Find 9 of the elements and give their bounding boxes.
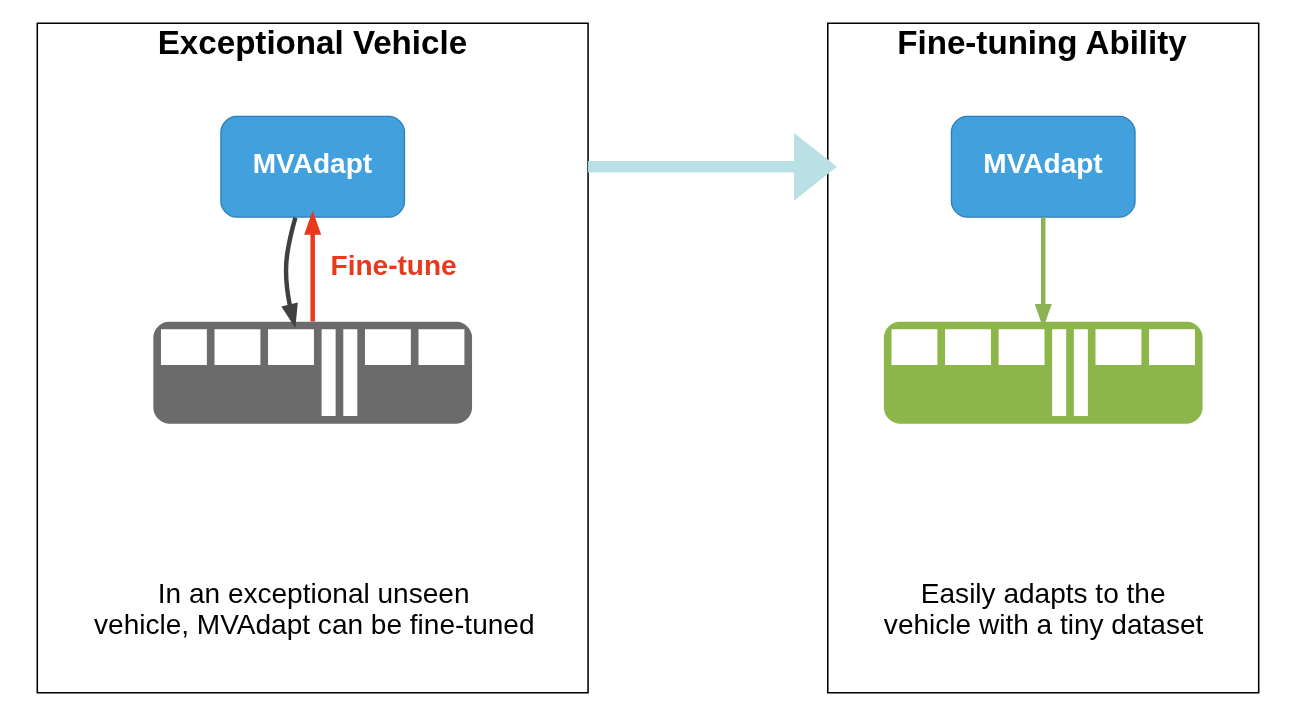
node-box: MVAdapt xyxy=(219,115,405,218)
arrow xyxy=(303,210,321,322)
arrow xyxy=(1034,217,1052,329)
node-box: MVAdapt xyxy=(950,115,1136,218)
arrow xyxy=(587,132,837,201)
arrow xyxy=(280,216,298,328)
node-picture xyxy=(152,321,472,424)
edge-label: Fine-tune xyxy=(330,250,457,282)
node-picture xyxy=(883,321,1203,424)
